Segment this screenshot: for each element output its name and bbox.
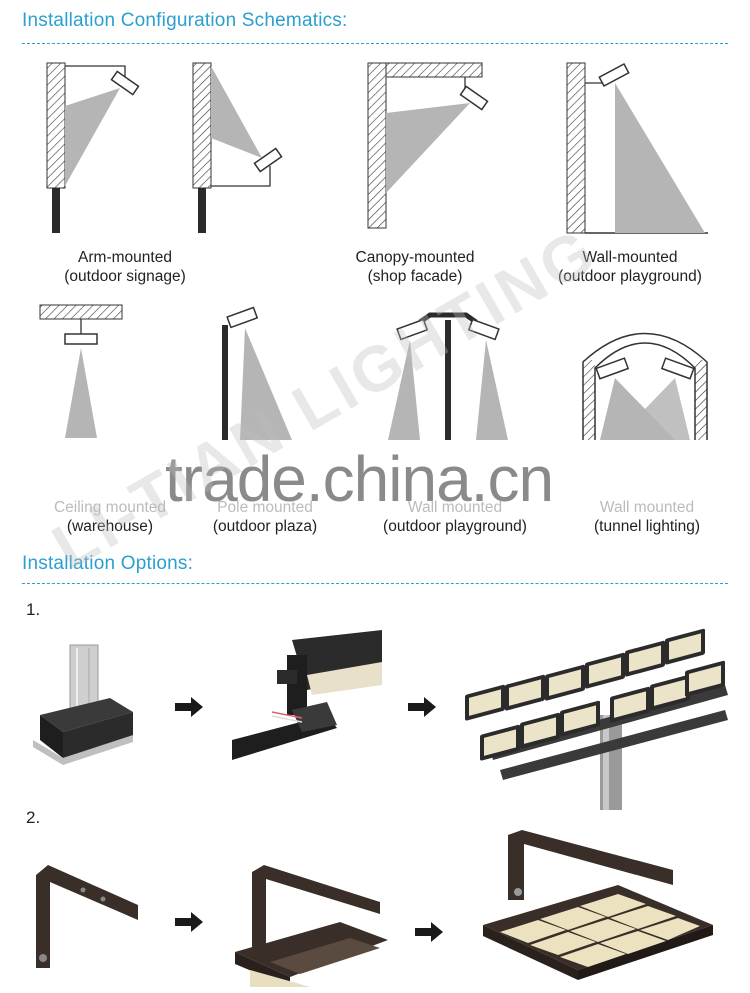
caption-pole-mounted: Pole mounted (outdoor plaza) (180, 498, 350, 536)
caption-subtitle: (shop facade) (367, 268, 463, 285)
bracket-fixture-image (235, 865, 388, 987)
fixture-icon (226, 306, 259, 329)
arm-mounted-diagram (46, 62, 283, 233)
pole-mounted-diagram (222, 306, 292, 440)
light-beam (476, 340, 508, 440)
u-bracket-image (36, 865, 138, 968)
pole-sleeve (69, 644, 99, 711)
caption-wall-mounted-2: Wall mounted (outdoor playground) (360, 498, 550, 536)
caption-subtitle: (tunnel lighting) (594, 518, 700, 535)
light-beam (388, 340, 420, 440)
fixture-icon (253, 147, 283, 173)
site-watermark: trade.china.cn (165, 443, 554, 515)
pole (445, 320, 451, 440)
fixture-icon (110, 70, 140, 96)
wall-mounted-diagram (566, 62, 708, 234)
caption-title: Wall mounted (599, 499, 695, 516)
schematics-divider (22, 43, 728, 44)
bracket (287, 655, 307, 715)
caption-title: Wall-mounted (582, 249, 678, 266)
light-beam (615, 83, 705, 233)
wall-hatch (695, 360, 707, 440)
caption-title: Wall mounted (407, 499, 503, 516)
light-beam (386, 103, 470, 193)
fixture-icon (459, 85, 489, 111)
caption-title: Ceiling mounted (53, 499, 166, 516)
ceiling-mounted-diagram (39, 304, 123, 438)
wall-hatch (46, 62, 66, 189)
u-bracket (36, 865, 138, 968)
caption-tunnel: Wall mounted (tunnel lighting) (572, 498, 722, 536)
arrow-icon (175, 912, 203, 932)
fixture-icon (598, 62, 630, 88)
canopy-mounted-diagram (367, 62, 489, 229)
watermark-bar (20, 440, 730, 510)
canopy-hatch (385, 62, 483, 78)
arrow-icon (415, 922, 443, 942)
arrow-icon (175, 697, 203, 717)
adapter-front (63, 712, 133, 758)
arm (418, 312, 478, 325)
wall-hatch (566, 62, 586, 234)
led-panel (250, 970, 310, 987)
floodlight-array (465, 628, 725, 761)
ceiling-hatch (39, 304, 123, 320)
tunnel-inner (594, 342, 696, 440)
pole (222, 325, 228, 440)
fixture-icon (595, 357, 630, 380)
caption-title: Canopy-mounted (355, 249, 475, 266)
option-number-1: 1. (26, 600, 41, 619)
pole (52, 188, 60, 233)
light-beam (240, 328, 292, 440)
adapter-top (40, 698, 133, 732)
light-beam (65, 348, 97, 438)
caption-arm-mounted: Arm-mounted (outdoor signage) (40, 248, 210, 286)
wall-hatch (192, 62, 212, 189)
caption-wall-mounted: Wall-mounted (outdoor playground) (540, 248, 720, 286)
fixture-icon (64, 333, 98, 345)
caption-subtitle: (outdoor playground) (558, 268, 702, 285)
caption-subtitle: (outdoor signage) (64, 268, 186, 285)
arrow-icon (408, 697, 436, 717)
pole (198, 188, 206, 233)
schematics-section-title: Installation Configuration Schematics: (22, 10, 348, 31)
arm (65, 65, 126, 80)
led-panel (307, 662, 382, 695)
light-beam (65, 88, 120, 186)
pole-adapter-image (33, 644, 133, 765)
light-beam (211, 66, 262, 158)
tunnel-outline (582, 332, 708, 440)
caption-title: Pole mounted (217, 499, 313, 516)
u-bracket (252, 865, 380, 947)
bracket-arm (277, 670, 297, 684)
options-section-title: Installation Options: (22, 553, 194, 574)
adapter-side (40, 715, 63, 758)
caption-canopy-mounted: Canopy-mounted (shop facade) (330, 248, 500, 286)
adapter (292, 702, 337, 732)
fixture-icon (660, 357, 695, 380)
adapter-mounted-image (232, 630, 382, 760)
u-bracket (508, 830, 673, 900)
option-number-2: 2. (26, 808, 41, 827)
caption-ceiling-mounted: Ceiling mounted (warehouse) (25, 498, 195, 536)
complete-fixture-image (483, 830, 713, 980)
fixture-icon (467, 318, 500, 341)
fixture-icon (396, 318, 429, 341)
tunnel-diagram (582, 332, 708, 440)
wall-hatch (367, 62, 387, 229)
double-pole-diagram (388, 312, 508, 440)
high-mast-image (465, 628, 728, 810)
wall-hatch (583, 360, 595, 440)
caption-subtitle: (outdoor plaza) (212, 518, 318, 535)
options-divider (22, 583, 728, 584)
caption-subtitle: (outdoor playground) (383, 518, 527, 535)
caption-subtitle: (warehouse) (66, 518, 154, 535)
crossbar (500, 710, 728, 780)
caption-title: Arm-mounted (78, 249, 172, 266)
adapter-plate (33, 735, 133, 765)
arm (211, 166, 271, 187)
light-beam (615, 378, 690, 440)
led-module-grid (500, 894, 700, 967)
